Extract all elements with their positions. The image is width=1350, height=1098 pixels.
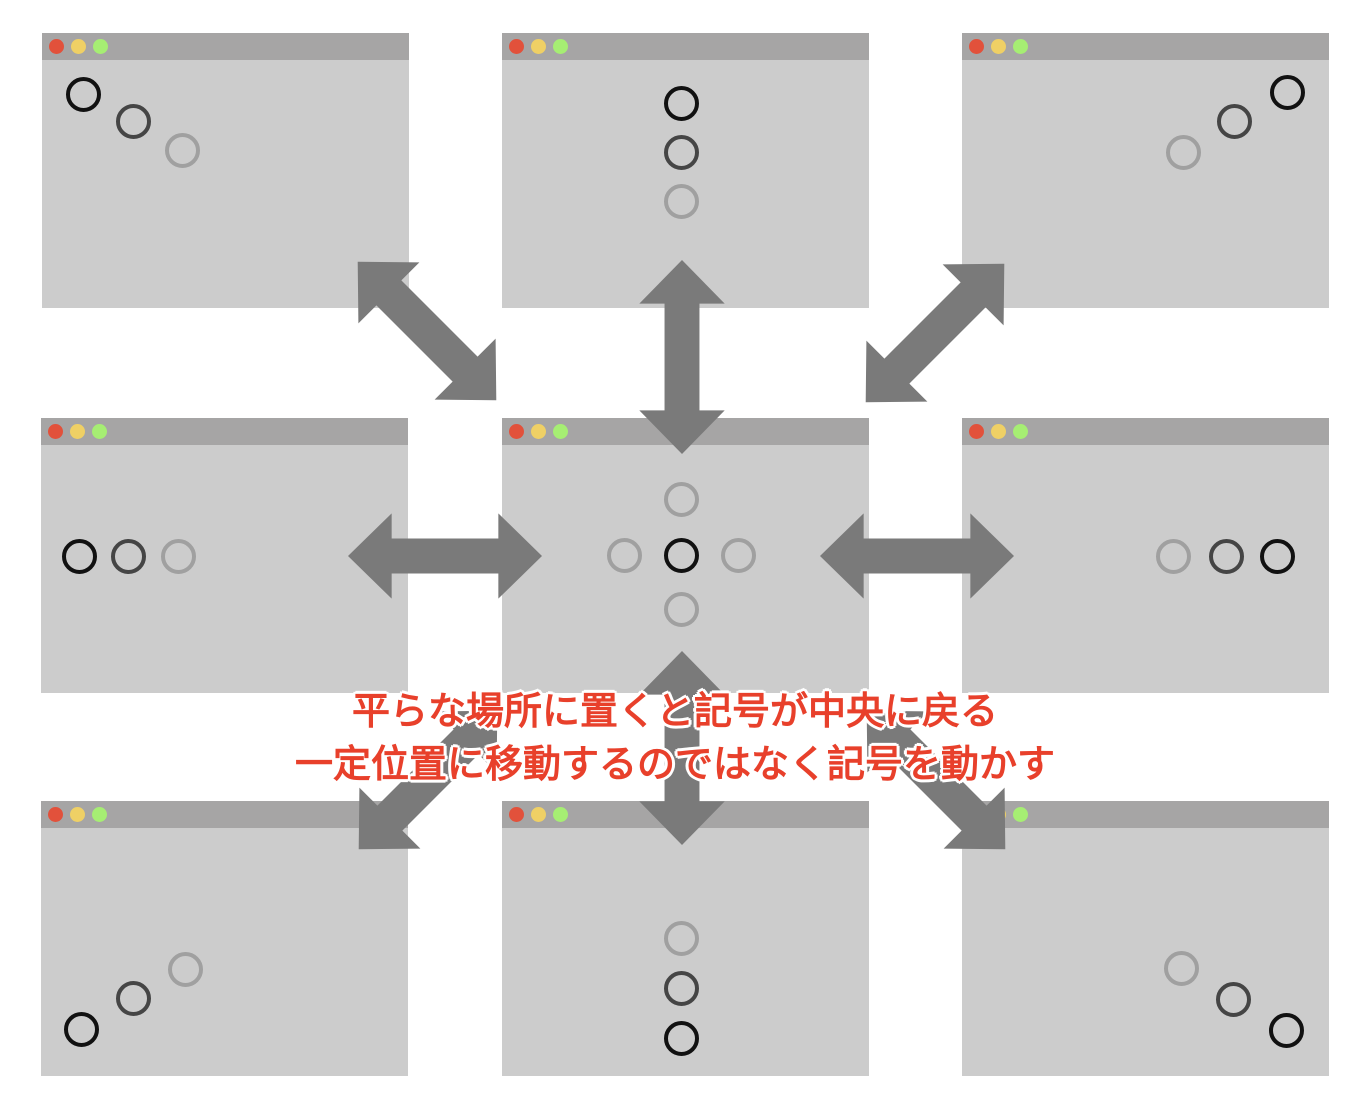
circle-symbol-light — [1156, 539, 1191, 574]
window-middle-left — [41, 418, 408, 693]
circle-symbol-dark — [664, 538, 699, 573]
close-dot-icon — [509, 39, 524, 54]
window-top-right — [962, 33, 1329, 308]
close-dot-icon — [48, 424, 63, 439]
maximize-dot-icon — [553, 807, 568, 822]
circle-symbol-dark — [1269, 1013, 1304, 1048]
arrow-vertical-top — [639, 259, 725, 455]
window-titlebar — [42, 33, 409, 60]
minimize-dot-icon — [70, 424, 85, 439]
window-bottom-center — [502, 801, 869, 1076]
caption-line-1: 平らな場所に置くと記号が中央に戻る — [351, 689, 998, 733]
caption-line-2: 一定位置に移動するのではなく記号を動かす — [294, 742, 1055, 786]
window-top-center — [502, 33, 869, 308]
minimize-dot-icon — [71, 39, 86, 54]
circle-symbol-mid — [664, 135, 699, 170]
arrow-vertical-bottom — [639, 650, 725, 846]
minimize-dot-icon — [991, 424, 1006, 439]
close-dot-icon — [969, 424, 984, 439]
maximize-dot-icon — [553, 424, 568, 439]
circle-symbol-mid — [1209, 539, 1244, 574]
window-bottom-right — [962, 801, 1329, 1076]
circle-symbol-light — [664, 482, 699, 517]
arrow-diagonal-top-right — [865, 263, 1005, 403]
arrow-diagonal-top-left — [357, 261, 497, 401]
close-dot-icon — [49, 39, 64, 54]
window-titlebar — [41, 418, 408, 445]
window-titlebar — [41, 801, 408, 828]
minimize-dot-icon — [70, 807, 85, 822]
minimize-dot-icon — [531, 807, 546, 822]
maximize-dot-icon — [1013, 424, 1028, 439]
circle-symbol-light — [161, 539, 196, 574]
circle-symbol-mid — [1217, 104, 1252, 139]
maximize-dot-icon — [93, 39, 108, 54]
window-top-left — [42, 33, 409, 308]
maximize-dot-icon — [1013, 39, 1028, 54]
circle-symbol-dark — [664, 1021, 699, 1056]
circle-symbol-light — [664, 921, 699, 956]
close-dot-icon — [509, 424, 524, 439]
circle-symbol-light — [607, 538, 642, 573]
minimize-dot-icon — [531, 39, 546, 54]
arrow-diagonal-bottom-left — [358, 710, 498, 850]
window-middle-right — [962, 418, 1329, 693]
maximize-dot-icon — [553, 39, 568, 54]
circle-symbol-light — [664, 184, 699, 219]
window-bottom-left — [41, 801, 408, 1076]
circle-symbol-light — [165, 133, 200, 168]
close-dot-icon — [969, 39, 984, 54]
close-dot-icon — [48, 807, 63, 822]
circle-symbol-dark — [64, 1012, 99, 1047]
circle-symbol-dark — [664, 86, 699, 121]
circle-symbol-dark — [62, 539, 97, 574]
circle-symbol-mid — [111, 539, 146, 574]
window-titlebar — [962, 33, 1329, 60]
arrow-horizontal-left — [348, 513, 542, 599]
circle-symbol-dark — [1270, 75, 1305, 110]
circle-symbol-light — [1166, 135, 1201, 170]
minimize-dot-icon — [991, 39, 1006, 54]
minimize-dot-icon — [531, 424, 546, 439]
circle-symbol-dark — [1260, 539, 1295, 574]
close-dot-icon — [509, 807, 524, 822]
circle-symbol-light — [664, 592, 699, 627]
window-titlebar — [502, 33, 869, 60]
maximize-dot-icon — [92, 807, 107, 822]
arrow-diagonal-bottom-right — [866, 710, 1006, 850]
circle-symbol-mid — [1216, 982, 1251, 1017]
circle-symbol-mid — [116, 981, 151, 1016]
window-titlebar — [962, 418, 1329, 445]
circle-symbol-light — [721, 538, 756, 573]
maximize-dot-icon — [1013, 807, 1028, 822]
circle-symbol-mid — [664, 971, 699, 1006]
circle-symbol-light — [168, 952, 203, 987]
maximize-dot-icon — [92, 424, 107, 439]
arrow-horizontal-right — [820, 513, 1014, 599]
circle-symbol-light — [1164, 951, 1199, 986]
circle-symbol-dark — [66, 77, 101, 112]
circle-symbol-mid — [116, 104, 151, 139]
